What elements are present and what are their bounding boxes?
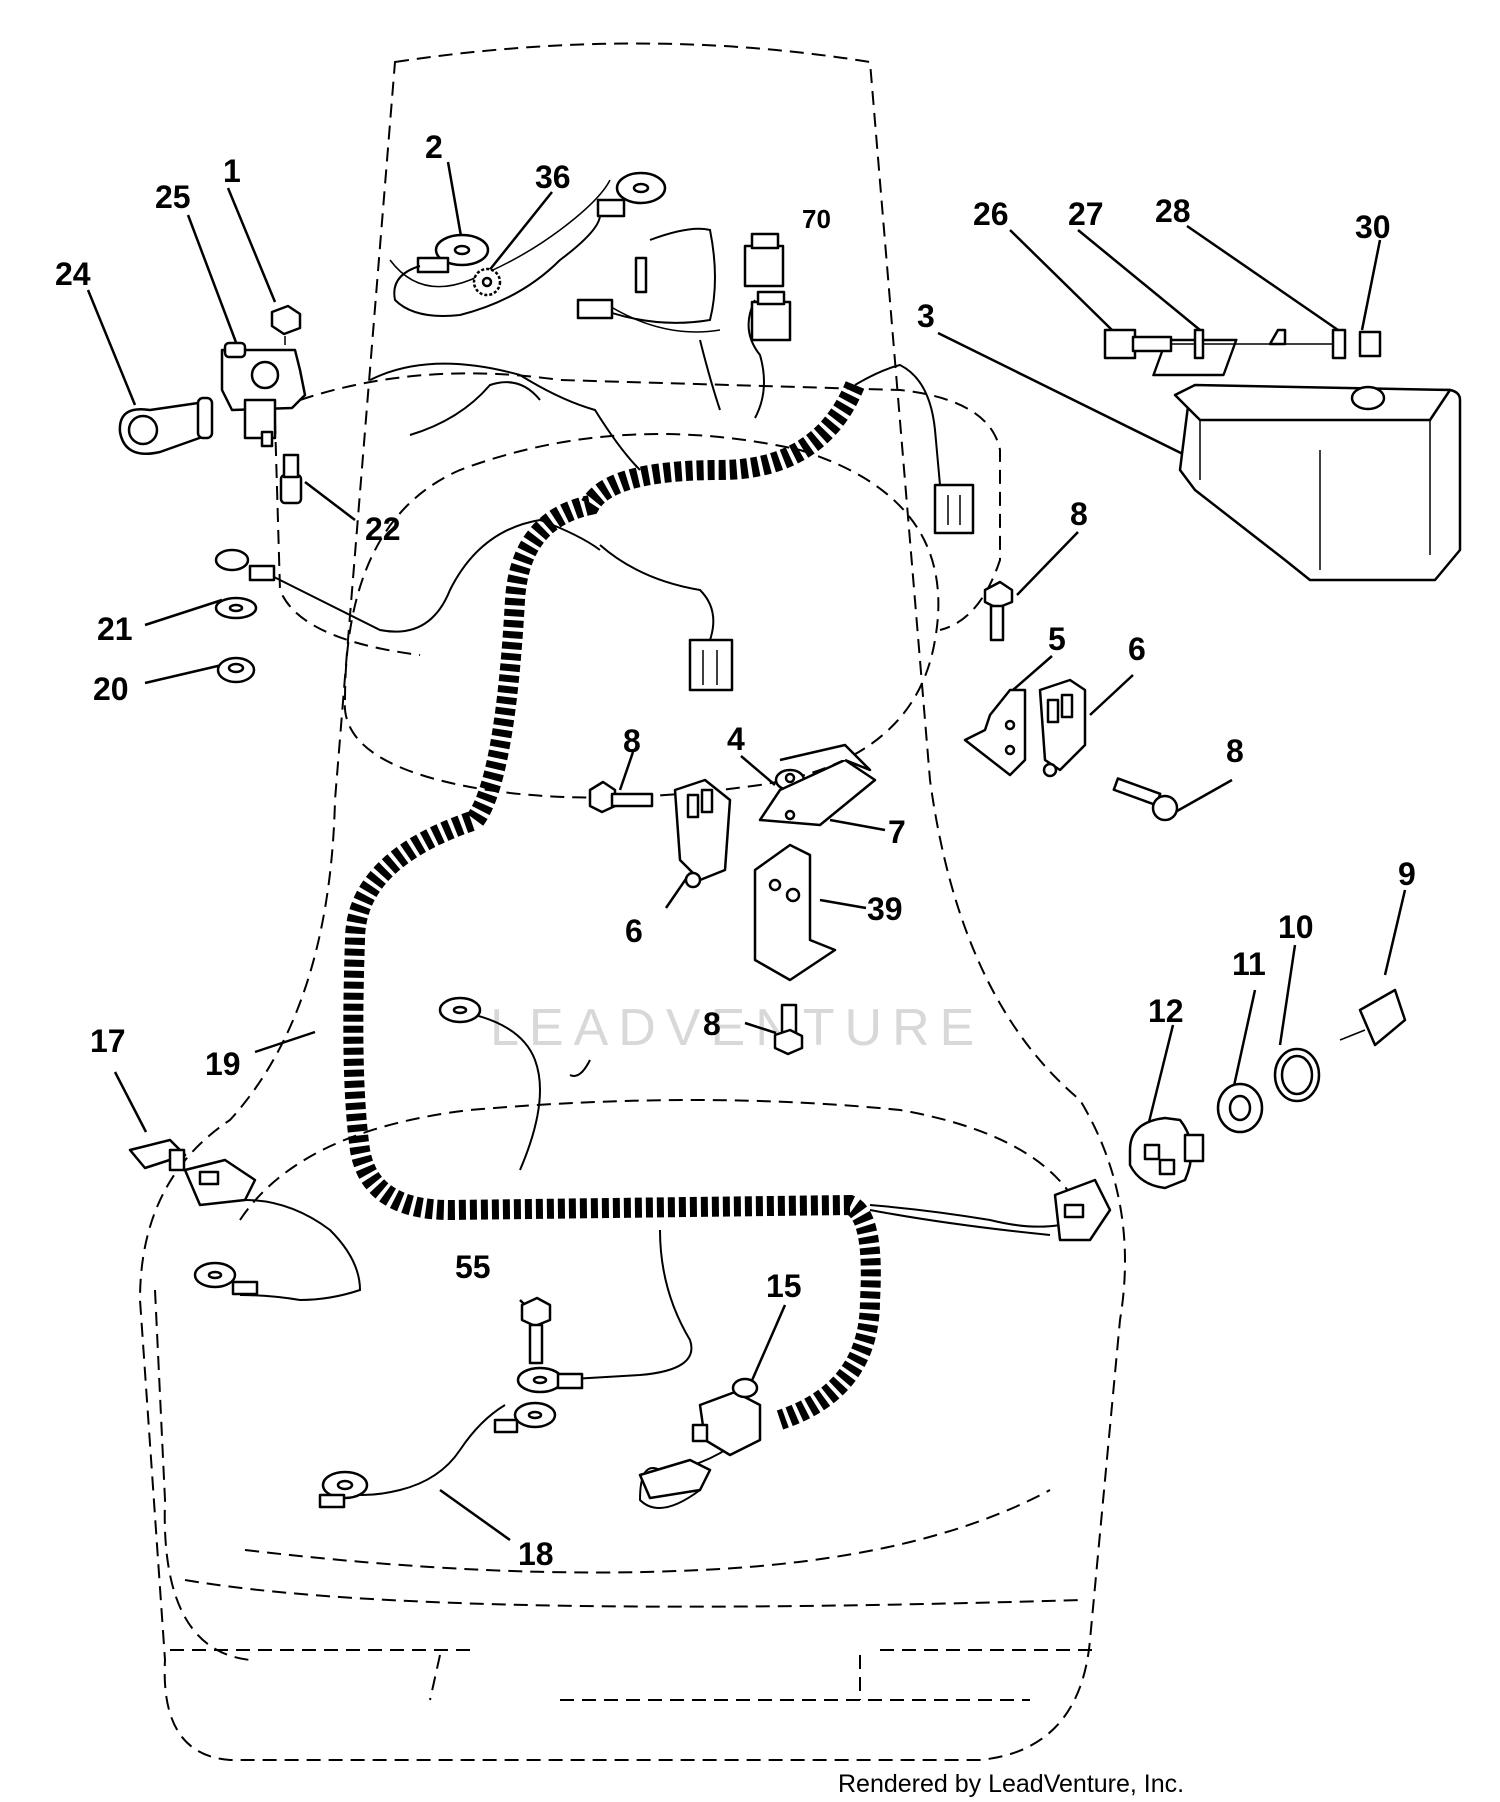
callout-8b: 8 (1226, 733, 1244, 769)
callout-6b: 6 (625, 913, 643, 949)
ring-terminal-21-area (214, 548, 276, 582)
callout-21: 21 (97, 611, 133, 647)
leader-lines (86, 161, 1407, 1542)
render-credit: Rendered by LeadVenture, Inc. (838, 1770, 1185, 1798)
callout-27: 27 (1068, 196, 1104, 232)
callout-10: 10 (1278, 909, 1314, 945)
part-11-nut (1216, 1082, 1264, 1134)
part-17-fuse (128, 1138, 187, 1172)
callout-55: 55 (455, 1249, 491, 1285)
part-20-nut (216, 656, 256, 684)
callout-12: 12 (1148, 993, 1184, 1029)
part-8-bolt-upper-right (983, 580, 1014, 642)
part-12-ignition-switch (1128, 1116, 1205, 1190)
harness-connector-key-switch (1053, 1178, 1112, 1242)
ring-terminals (193, 996, 482, 1509)
callout-15: 15 (766, 1268, 802, 1304)
tractor-outline (138, 42, 1126, 1761)
part-2-ground-strap (393, 171, 667, 317)
callouts: 1 2 3 4 5 6 6 7 8 8 8 8 9 10 11 12 15 17… (55, 129, 1416, 1572)
callout-36: 36 (535, 159, 571, 195)
part-36-star-washer (472, 267, 502, 297)
part-24-terminal-boot (118, 396, 214, 455)
callout-25: 25 (155, 179, 191, 215)
part-55-bolt (520, 1296, 552, 1365)
callout-20: 20 (93, 671, 129, 707)
callout-11: 11 (1232, 946, 1266, 982)
harness-connector-bottom (638, 1458, 712, 1500)
watermark: LEADVENTURE (490, 999, 984, 1057)
part-8-bolt-center (588, 780, 654, 814)
part-9-key (1339, 988, 1407, 1047)
callout-18: 18 (518, 1536, 554, 1572)
part-7-bracket (758, 743, 877, 827)
callout-24: 24 (55, 256, 91, 292)
part-5-bracket (963, 688, 1027, 777)
part-21-washer (214, 596, 258, 620)
part-8-bolt-lower-right (1112, 777, 1179, 822)
callout-22: 22 (365, 511, 401, 547)
callout-39: 39 (867, 891, 903, 927)
callout-26: 26 (973, 196, 1009, 232)
callout-6a: 6 (1128, 631, 1146, 667)
wiring (239, 179, 1061, 1509)
callout-9: 9 (1398, 856, 1416, 892)
callout-5: 5 (1048, 621, 1066, 657)
harness-connector-center (688, 638, 734, 692)
callout-19: 19 (205, 1046, 241, 1082)
callout-7: 7 (888, 814, 906, 850)
part-70-connector-harness: 70 (576, 204, 831, 342)
battery-hardware (1103, 328, 1382, 360)
harness-connector-right (933, 483, 975, 535)
callout-8a: 8 (1070, 496, 1088, 532)
callout-8c: 8 (623, 723, 641, 759)
callout-70: 70 (802, 204, 831, 234)
part-10-bezel (1273, 1047, 1321, 1103)
part-25-solenoid (220, 341, 307, 448)
callout-17: 17 (90, 1023, 126, 1059)
part-1-nut (270, 304, 302, 345)
callout-2: 2 (425, 129, 443, 165)
ground-terminals-55 (493, 1366, 584, 1434)
callout-3: 3 (917, 298, 935, 334)
callout-1: 1 (223, 153, 241, 189)
callout-30: 30 (1355, 209, 1391, 245)
callout-4: 4 (727, 721, 745, 757)
fuse-holder (183, 1158, 257, 1207)
part-6-switch-center (673, 778, 732, 889)
part-39-bracket (753, 843, 837, 982)
part-22-screw (279, 453, 303, 505)
part-6-switch-right (1038, 678, 1087, 778)
coiled-wire-harness (343, 381, 881, 1430)
callout-28: 28 (1155, 193, 1191, 229)
part-8-bolt-bottom (773, 1003, 804, 1056)
callout-8d: 8 (703, 1006, 721, 1042)
part-15-switch (691, 1377, 762, 1457)
part-3-battery (1152, 338, 1462, 582)
